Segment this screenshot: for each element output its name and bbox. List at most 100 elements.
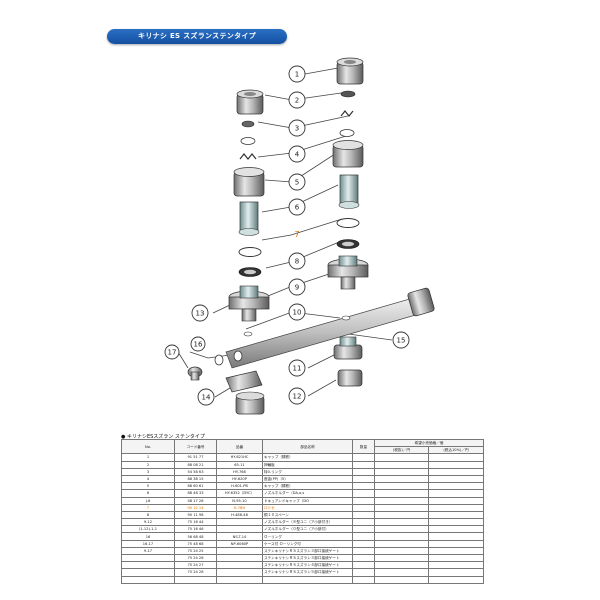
svg-text:16: 16	[194, 341, 203, 349]
cell-code: 88 38 15	[174, 474, 217, 484]
svg-text:15: 15	[397, 337, 406, 345]
cell-no: 1	[121, 453, 175, 462]
cell-model: H-486-48	[216, 510, 263, 520]
cell-model	[216, 525, 263, 534]
cell-price-inc	[428, 553, 484, 563]
cell-code: 75 24 26	[174, 553, 217, 563]
cell-model	[216, 561, 263, 570]
part-body-9	[327, 255, 369, 290]
part-washers-left	[239, 120, 257, 160]
cell-no: (1-12)-1-1	[121, 525, 175, 534]
cell-no: 5	[121, 482, 175, 491]
cell-price-inc	[428, 510, 484, 520]
part-washer-2	[340, 90, 356, 98]
table-row	[121, 575, 484, 584]
cell-price-ex	[374, 546, 429, 556]
cell-part-name: 銅１０スペーシ	[262, 510, 353, 520]
part-holder-6-right	[338, 174, 360, 209]
part-clamp-14	[225, 370, 265, 415]
col-part-name: 部品名称	[262, 438, 353, 455]
cell-part-name: ステンキリナシＲＳスズラン５部口接続ゲート	[262, 568, 353, 577]
cell-model	[216, 518, 263, 527]
part-rings-left	[238, 247, 262, 277]
callout-7: 7	[294, 230, 299, 239]
cell-no	[121, 561, 175, 570]
callout-13: 13	[191, 304, 209, 322]
cell-qty	[352, 546, 375, 556]
callout-16: 16	[190, 336, 206, 352]
cell-price-inc	[428, 561, 484, 570]
cell-qty	[352, 575, 375, 584]
cell-model: HY-620P	[216, 474, 263, 484]
cell-no: 16-17	[121, 539, 175, 548]
cell-qty	[352, 467, 375, 476]
cell-code	[174, 575, 217, 584]
cell-no: 3	[121, 467, 175, 476]
table-title: ● キリナシESスズラン ステンタイプ	[121, 434, 205, 440]
cell-model	[216, 575, 263, 584]
cell-part-name: キャップ（鋳鉄）	[262, 453, 353, 462]
cell-model: HY-6352（DYC）	[216, 489, 263, 498]
cell-code: 75 16 46	[174, 525, 217, 534]
cell-model	[216, 553, 263, 563]
cell-code: 56 68 48	[174, 532, 217, 541]
cell-price-ex	[374, 474, 429, 484]
cell-code: 54 58 63	[174, 467, 217, 476]
cell-qty	[352, 539, 375, 548]
cell-code: 75 48 68	[174, 539, 217, 548]
cell-price-inc	[428, 568, 484, 577]
cell-part-name: ノズルホルダー（DA,a,s	[262, 489, 353, 498]
cell-code: 90 11 98	[174, 510, 217, 520]
cell-no: 16	[121, 532, 175, 541]
cell-price-inc	[428, 460, 484, 469]
svg-text:10: 10	[293, 309, 302, 317]
cell-price-ex	[374, 525, 429, 534]
cell-price-inc	[428, 453, 484, 462]
cell-part-name: 座金(PP)（5）	[262, 474, 353, 484]
cell-price-ex	[374, 460, 429, 469]
cell-qty	[352, 503, 375, 512]
cell-part-name: Ｏ－リング	[262, 532, 353, 541]
cell-code: 88 48 33	[174, 489, 217, 498]
cell-qty	[352, 482, 375, 491]
cell-code: 75 24 28	[174, 568, 217, 577]
cell-qty	[352, 568, 375, 577]
col-price: 希望小売価格／個	[374, 438, 484, 448]
cell-code: 75 24 27	[174, 561, 217, 570]
cell-qty	[352, 532, 375, 541]
cell-code: 88 08 21	[174, 460, 217, 469]
parts-table: No. コード番号 品番 部品名称 数量 希望小売価格／個 (税抜)／円 (税込…	[121, 438, 484, 584]
part-plug-17	[187, 366, 203, 381]
svg-text:4: 4	[295, 151, 300, 159]
cell-price-inc	[428, 503, 484, 512]
cell-no: 9-12	[121, 518, 175, 527]
cell-model: HY-768	[216, 467, 263, 476]
callout-1: 1	[288, 65, 306, 83]
cell-price-ex	[374, 539, 429, 548]
cell-no: 6	[121, 489, 175, 498]
cell-price-inc	[428, 482, 484, 491]
cell-model: N-95-10	[216, 496, 263, 505]
callout-15: 15	[392, 331, 410, 349]
col-price-inc-tax: (税込10%)／円	[428, 446, 484, 455]
cell-model: 65-11	[216, 460, 263, 469]
cell-price-ex	[374, 503, 429, 512]
cell-qty	[352, 510, 375, 520]
cell-price-ex	[374, 553, 429, 563]
part-cap-top	[336, 57, 364, 85]
cell-qty	[352, 561, 375, 570]
svg-text:12: 12	[293, 393, 302, 401]
part-holder-6-left	[238, 201, 260, 236]
cell-part-name: ノズルホルダー（０型ユニ（ア小部付）	[262, 525, 353, 534]
part-cap-left	[236, 89, 264, 115]
cell-part-name: ケース付 Ｏ－リング付	[262, 539, 353, 548]
part-rings-right	[336, 218, 360, 249]
cell-price-inc	[428, 539, 484, 548]
cell-price-inc	[428, 518, 484, 527]
